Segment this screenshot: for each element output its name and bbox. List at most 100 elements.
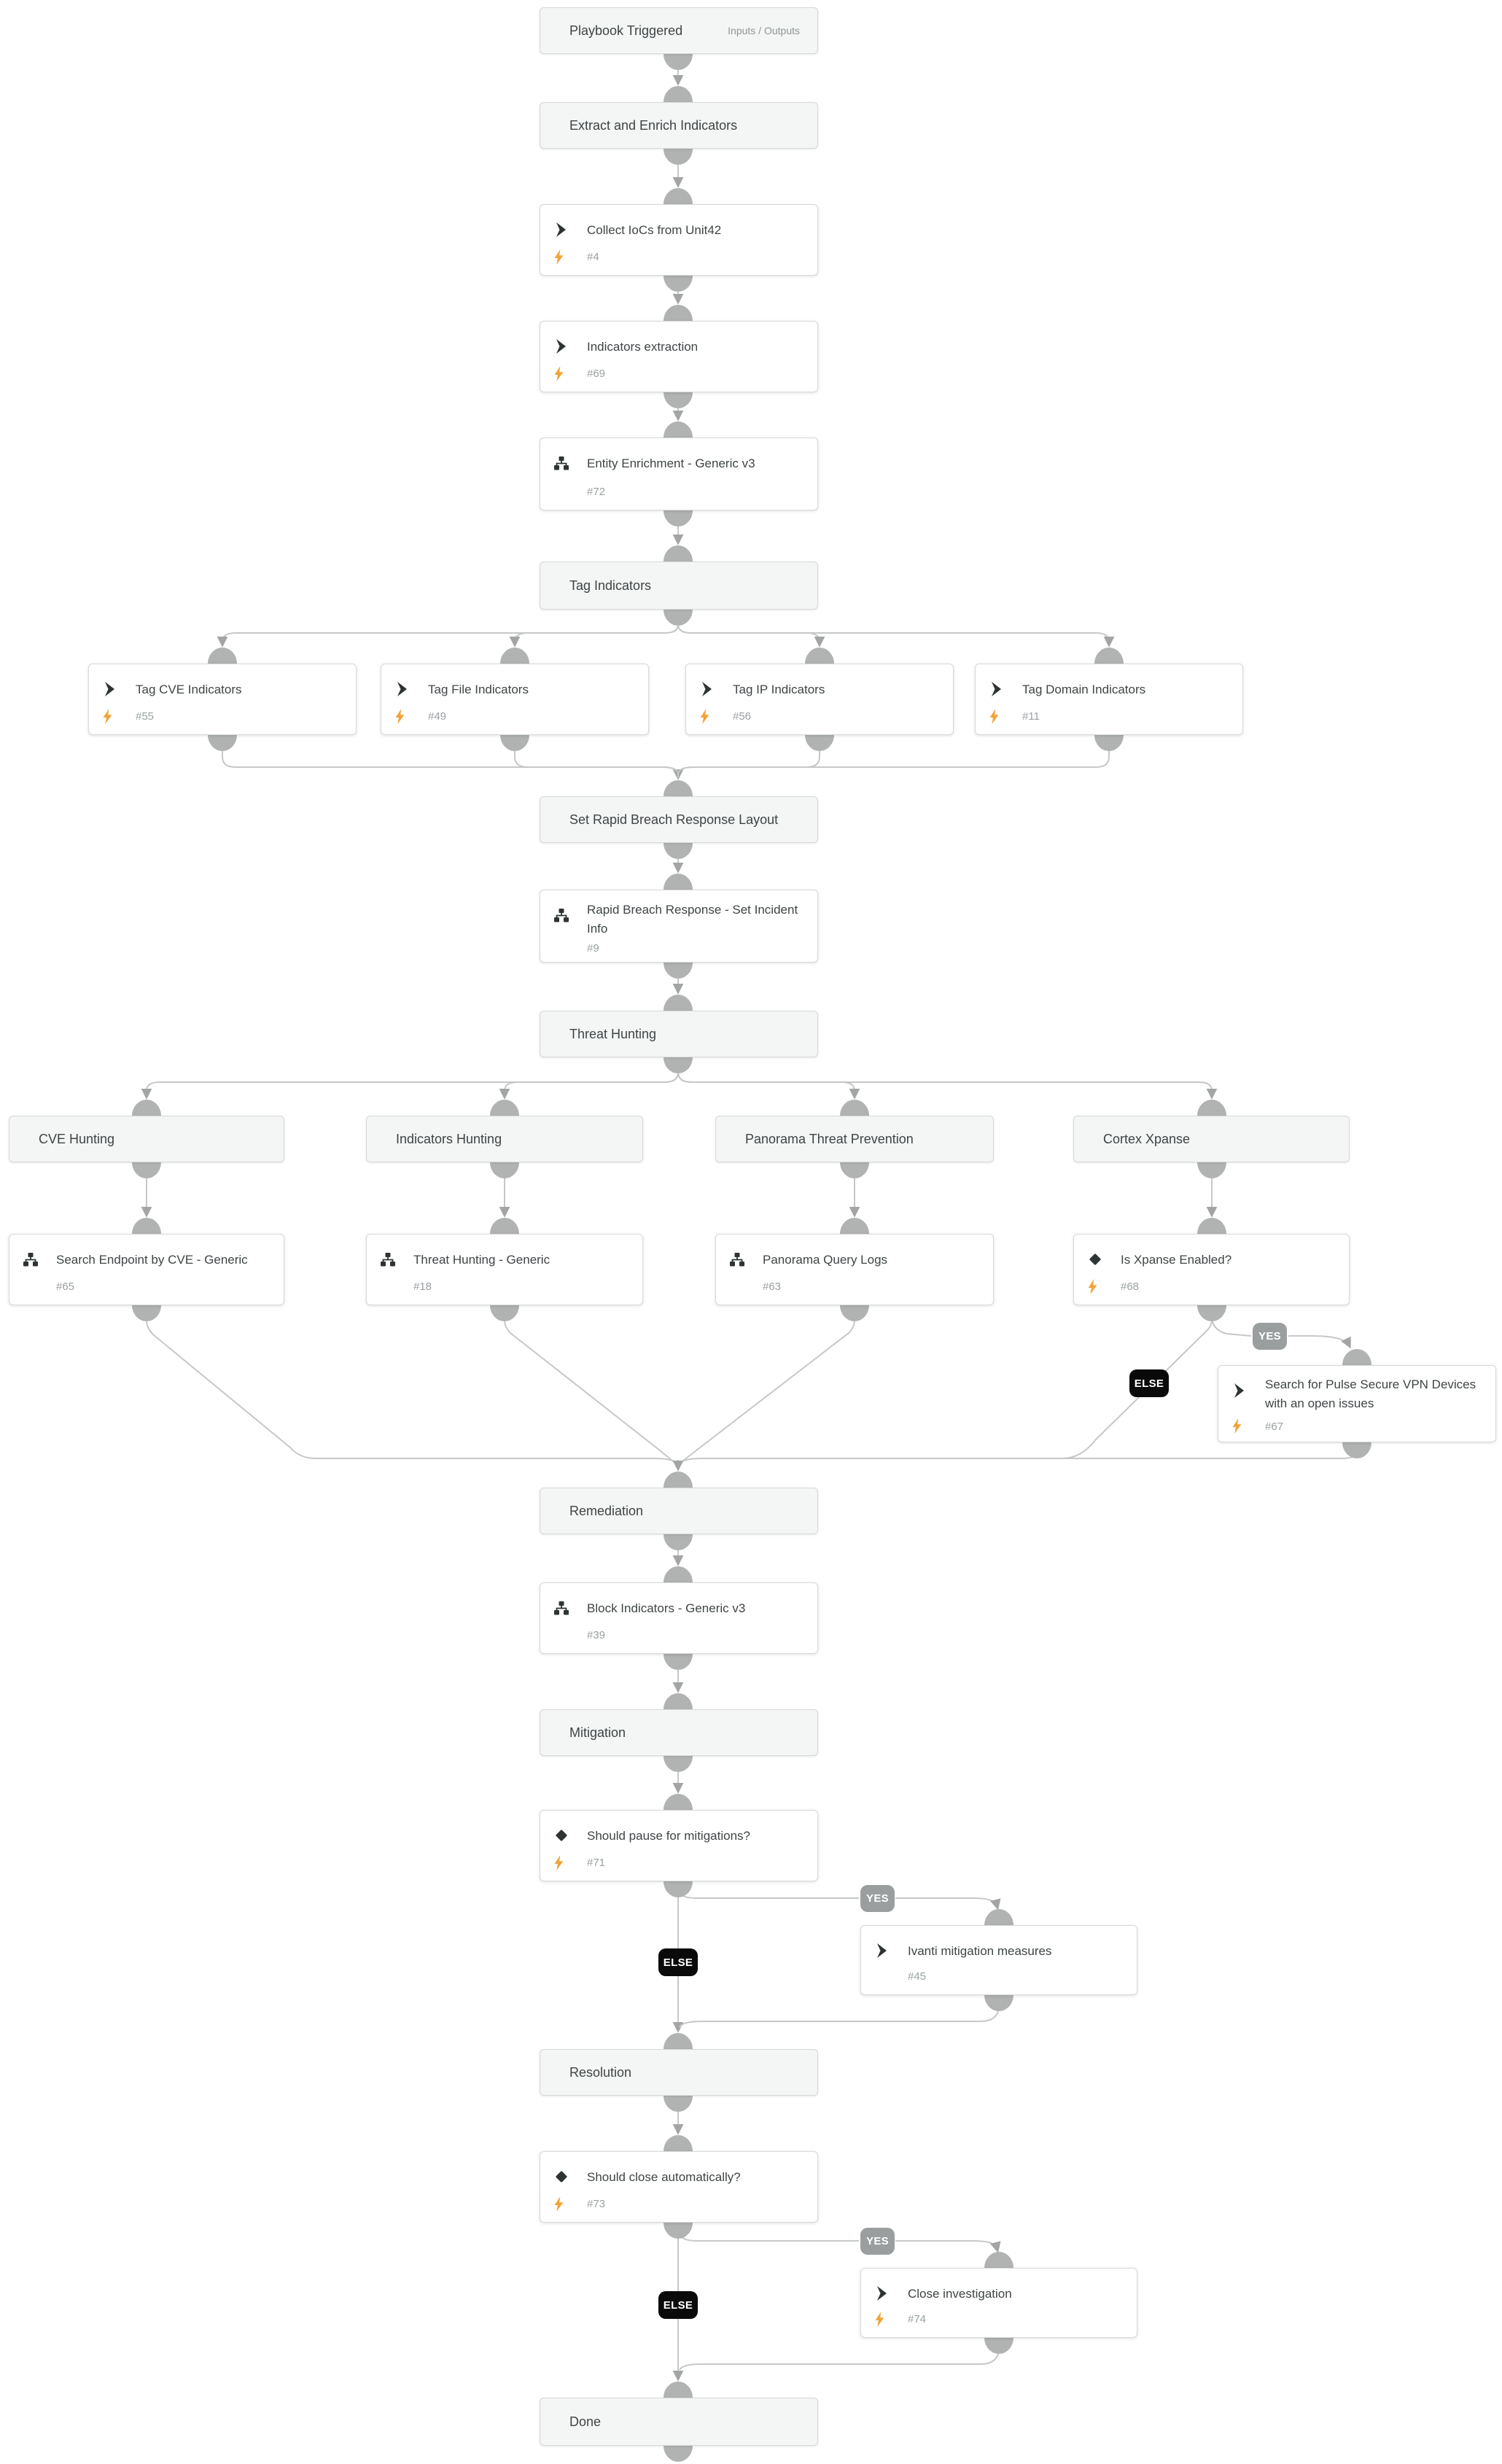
node-mitigation[interactable]: Mitigation — [540, 1709, 818, 1756]
automation-icon — [553, 221, 570, 238]
node-search-endpoint-by-cve-generic[interactable]: Search Endpoint by CVE - Generic #65 — [9, 1234, 284, 1305]
task-number: #9 — [587, 942, 599, 955]
task-number: #11 — [1022, 710, 1040, 723]
task-number: #39 — [587, 1629, 606, 1641]
else-branch-badge: ELSE — [658, 2291, 698, 2319]
task-number: #55 — [136, 710, 155, 723]
node-title: Search for Pulse Secure VPN Devices with… — [1265, 1377, 1476, 1410]
node-set-rapid-breach-response-layout[interactable]: Set Rapid Breach Response Layout — [540, 796, 818, 843]
condition-icon — [553, 2168, 570, 2185]
node-title: Tag File Indicators — [428, 683, 529, 696]
node-playbook-triggered[interactable]: Playbook Triggered Inputs / Outputs — [540, 7, 818, 54]
node-title: Should close automatically? — [587, 2170, 741, 2184]
node-threat-hunting[interactable]: Threat Hunting — [540, 1011, 818, 1057]
node-title: Rapid Breach Response - Set Incident Inf… — [587, 903, 798, 936]
lightning-icon — [989, 709, 1000, 725]
node-entity-enrichment-generic-v3[interactable]: Entity Enrichment - Generic v3 #72 — [540, 438, 818, 510]
sub-playbook-icon — [553, 454, 570, 472]
task-number: #68 — [1121, 1280, 1140, 1293]
node-tag-cve-indicators[interactable]: Tag CVE Indicators #55 — [88, 664, 357, 735]
node-rapid-breach-response-set-incident-info[interactable]: Rapid Breach Response - Set Incident Inf… — [540, 890, 818, 963]
task-number: #4 — [587, 251, 599, 263]
node-tag-ip-indicators[interactable]: Tag IP Indicators #56 — [685, 664, 954, 735]
node-ivanti-mitigation-measures[interactable]: Ivanti mitigation measures #45 — [860, 1925, 1137, 1995]
node-title: Ivanti mitigation measures — [908, 1944, 1052, 1958]
node-done[interactable]: Done — [540, 2398, 818, 2446]
automation-icon — [699, 680, 716, 698]
node-panorama-threat-prevention[interactable]: Panorama Threat Prevention — [715, 1116, 994, 1162]
node-title: Panorama Query Logs — [763, 1253, 888, 1267]
else-branch-badge: ELSE — [1129, 1369, 1169, 1397]
node-resolution[interactable]: Resolution — [540, 2049, 818, 2096]
node-panorama-query-logs[interactable]: Panorama Query Logs #63 — [715, 1234, 994, 1305]
task-number: #49 — [428, 710, 447, 723]
node-is-xpanse-enabled[interactable]: Is Xpanse Enabled? #68 — [1073, 1234, 1350, 1305]
condition-icon — [553, 1827, 570, 1844]
node-should-pause-for-mitigations[interactable]: Should pause for mitigations? #71 — [540, 1810, 818, 1881]
task-number: #45 — [908, 1970, 927, 1983]
condition-icon — [1086, 1251, 1104, 1268]
lightning-icon — [554, 366, 564, 382]
task-number: #18 — [413, 1280, 432, 1293]
lightning-icon — [554, 1855, 564, 1871]
task-number: #71 — [587, 1857, 606, 1869]
yes-branch-badge: YES — [1253, 1323, 1287, 1350]
task-number: #67 — [1265, 1421, 1284, 1433]
node-title: Entity Enrichment - Generic v3 — [587, 456, 755, 470]
node-title: Panorama Threat Prevention — [745, 1131, 914, 1146]
node-extract-and-enrich-indicators[interactable]: Extract and Enrich Indicators — [540, 102, 818, 149]
node-indicators-hunting[interactable]: Indicators Hunting — [366, 1116, 643, 1162]
node-should-close-automatically[interactable]: Should close automatically? #73 — [540, 2151, 818, 2223]
node-title: Close investigation — [908, 2287, 1012, 2301]
node-indicators-extraction[interactable]: Indicators extraction #69 — [540, 321, 818, 392]
lightning-icon — [554, 249, 564, 265]
lightning-icon — [395, 709, 405, 725]
task-number: #74 — [908, 2313, 927, 2325]
automation-icon — [553, 338, 570, 355]
automation-icon — [1231, 1382, 1248, 1399]
sub-playbook-icon — [553, 906, 570, 924]
sub-playbook-icon — [379, 1251, 397, 1268]
node-title: Tag Indicators — [569, 578, 652, 593]
automation-icon — [873, 1942, 891, 1959]
node-search-pulse-secure-vpn[interactable]: Search for Pulse Secure VPN Devices with… — [1218, 1365, 1496, 1442]
task-number: #69 — [587, 368, 606, 380]
lightning-icon — [875, 2312, 885, 2328]
node-tag-domain-indicators[interactable]: Tag Domain Indicators #11 — [975, 664, 1243, 735]
automation-icon — [988, 680, 1005, 698]
node-threat-hunting-generic[interactable]: Threat Hunting - Generic #18 — [366, 1234, 643, 1305]
lightning-icon — [103, 709, 113, 725]
inputs-outputs-link[interactable]: Inputs / Outputs — [728, 25, 800, 36]
node-tag-file-indicators[interactable]: Tag File Indicators #49 — [381, 664, 649, 735]
node-title: Resolution — [569, 2064, 632, 2080]
node-title: Threat Hunting - Generic — [413, 1253, 550, 1267]
task-number: #73 — [587, 2198, 606, 2210]
node-cve-hunting[interactable]: CVE Hunting — [9, 1116, 284, 1162]
node-title: Is Xpanse Enabled? — [1121, 1253, 1232, 1267]
node-title: Search Endpoint by CVE - Generic — [56, 1253, 248, 1267]
task-number: #65 — [56, 1280, 75, 1293]
yes-branch-badge: YES — [860, 2228, 895, 2255]
task-number: #72 — [587, 486, 606, 498]
node-block-indicators-generic-v3[interactable]: Block Indicators - Generic v3 #39 — [540, 1582, 818, 1654]
node-title: Should pause for mitigations? — [587, 1829, 750, 1843]
automation-icon — [873, 2285, 891, 2302]
task-number: #63 — [763, 1280, 782, 1293]
node-tag-indicators[interactable]: Tag Indicators — [540, 561, 818, 610]
sub-playbook-icon — [553, 1599, 570, 1617]
node-title: Remediation — [569, 1503, 644, 1518]
node-close-investigation[interactable]: Close investigation #74 — [860, 2268, 1137, 2338]
node-remediation[interactable]: Remediation — [540, 1488, 818, 1534]
node-title: Tag CVE Indicators — [136, 683, 242, 696]
automation-icon — [101, 680, 119, 698]
lightning-icon — [1232, 1418, 1242, 1434]
node-title: Done — [569, 2414, 602, 2429]
node-title: Threat Hunting — [569, 1026, 657, 1041]
node-title: CVE Hunting — [39, 1131, 115, 1146]
node-title: Block Indicators - Generic v3 — [587, 1601, 746, 1615]
node-title: Set Rapid Breach Response Layout — [569, 812, 779, 827]
node-cortex-xpanse[interactable]: Cortex Xpanse — [1073, 1116, 1350, 1162]
node-title: Cortex Xpanse — [1103, 1131, 1191, 1146]
node-collect-iocs-from-unit42[interactable]: Collect IoCs from Unit42 #4 — [540, 204, 818, 276]
